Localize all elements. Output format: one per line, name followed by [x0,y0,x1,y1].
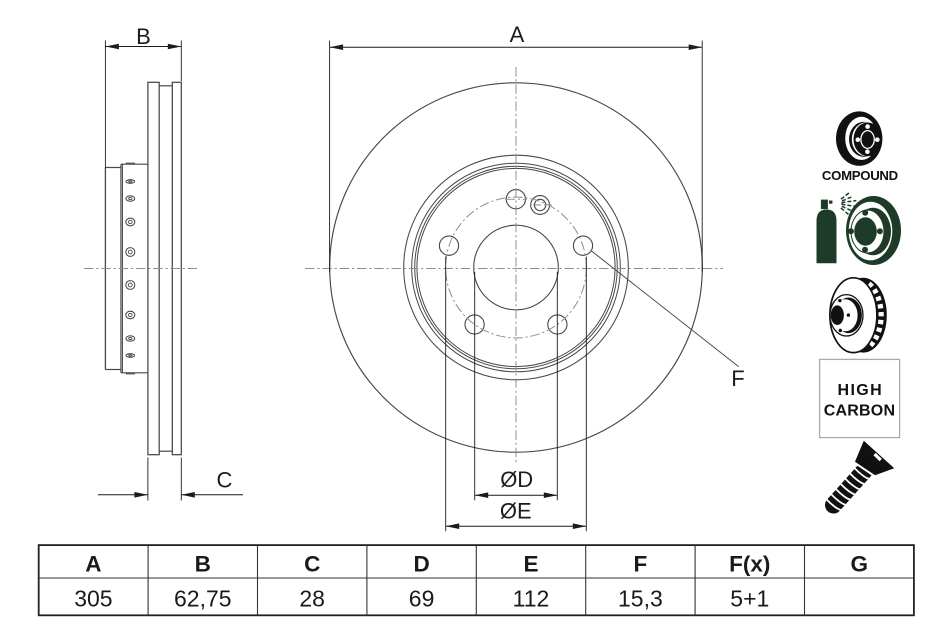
svg-text:112: 112 [513,586,550,612]
svg-text:F(x): F(x) [729,551,770,576]
svg-text:5+1: 5+1 [730,586,769,612]
svg-text:305: 305 [74,586,112,612]
svg-text:COMPOUND: COMPOUND [822,168,898,183]
svg-text:A: A [510,22,525,47]
svg-text:B: B [195,551,211,576]
svg-text:62,75: 62,75 [174,586,232,612]
svg-text:D: D [413,551,429,576]
svg-text:G: G [850,551,868,576]
svg-text:ØE: ØE [500,499,532,524]
svg-text:F: F [634,551,648,576]
svg-text:28: 28 [299,586,325,612]
svg-text:C: C [217,468,233,493]
svg-text:CARBON: CARBON [824,402,895,419]
svg-text:C: C [304,551,320,576]
svg-text:15,3: 15,3 [618,586,663,612]
svg-text:69: 69 [409,586,435,612]
svg-text:B: B [136,24,151,49]
svg-text:A: A [85,551,101,576]
svg-text:HIGH: HIGH [837,382,883,399]
svg-text:F: F [731,366,744,391]
svg-text:E: E [523,551,538,576]
svg-text:ØD: ØD [500,467,533,492]
